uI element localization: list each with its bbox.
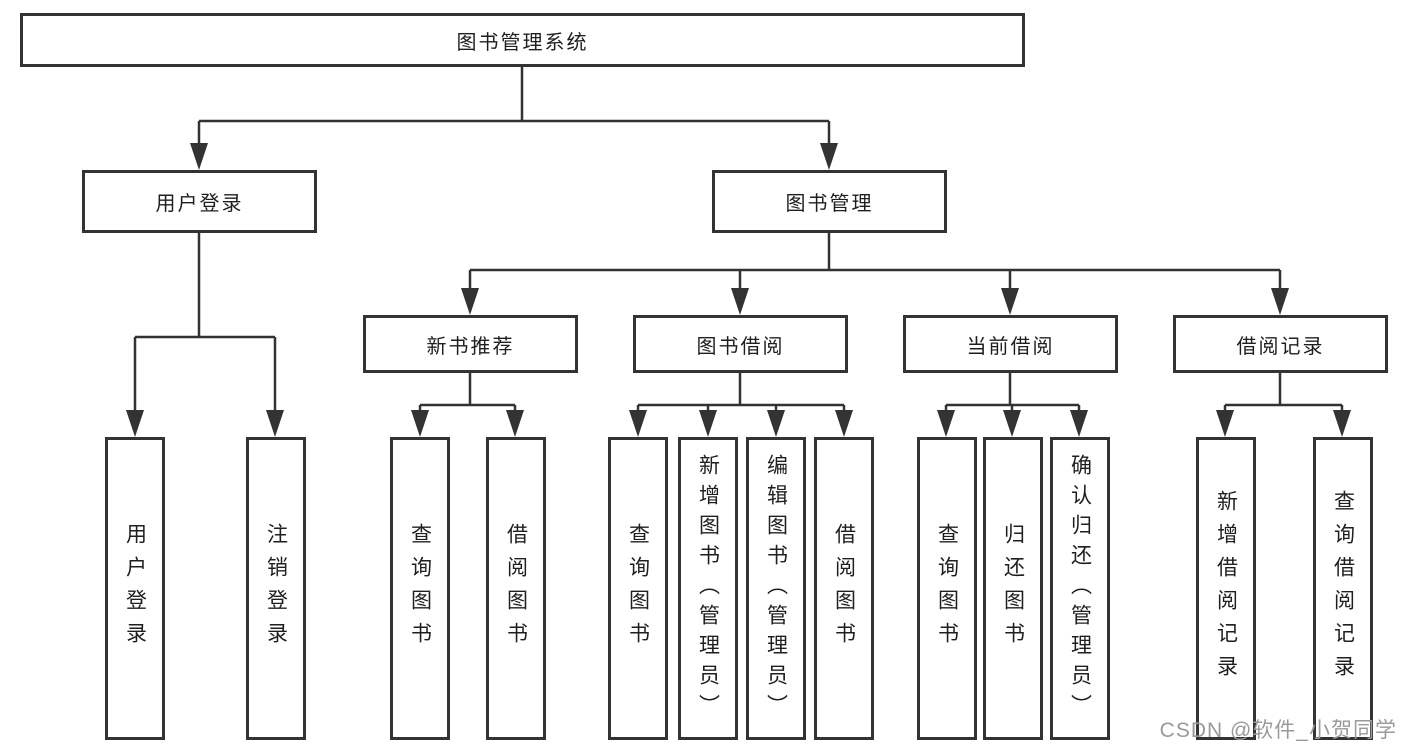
node-new-book-recommend: 新书推荐 xyxy=(363,315,578,373)
leaf-borrow-books-2: 借阅图书 xyxy=(814,437,874,740)
leaf-borrow-books-recommend-label: 借阅图书 xyxy=(504,522,528,655)
leaf-logout-label: 注销登录 xyxy=(264,522,288,655)
leaf-query-books-recommend: 查询图书 xyxy=(390,437,450,740)
leaf-add-borrow-record-label: 新增借阅记录 xyxy=(1214,489,1238,688)
leaf-confirm-return-admin: 确认归还（管理员） xyxy=(1050,437,1110,740)
node-book-borrow: 图书借阅 xyxy=(633,315,848,373)
leaf-edit-book-admin-label: 编辑图书（管理员） xyxy=(764,453,788,724)
leaf-user-login: 用户登录 xyxy=(105,437,165,740)
node-book-management-label: 图书管理 xyxy=(785,193,874,215)
leaf-query-borrow-record-label: 查询借阅记录 xyxy=(1331,489,1355,688)
leaf-user-login-label: 用户登录 xyxy=(123,522,147,655)
node-root-label: 图书管理系统 xyxy=(456,31,589,54)
node-user-login: 用户登录 xyxy=(82,170,317,233)
leaf-return-books: 归还图书 xyxy=(983,437,1043,740)
leaf-query-books-recommend-label: 查询图书 xyxy=(408,522,432,655)
leaf-query-books-current: 查询图书 xyxy=(917,437,977,740)
leaf-add-book-admin: 新增图书（管理员） xyxy=(678,437,738,740)
node-borrow-records: 借阅记录 xyxy=(1173,315,1388,373)
node-book-management: 图书管理 xyxy=(712,170,947,233)
leaf-edit-book-admin: 编辑图书（管理员） xyxy=(746,437,806,740)
leaf-borrow-books-2-label: 借阅图书 xyxy=(832,522,856,655)
leaf-add-borrow-record: 新增借阅记录 xyxy=(1196,437,1256,740)
csdn-watermark: CSDN @软件_小贺同学 xyxy=(1159,719,1397,742)
leaf-add-book-admin-label: 新增图书（管理员） xyxy=(696,453,720,724)
leaf-confirm-return-admin-label: 确认归还（管理员） xyxy=(1068,453,1092,724)
node-current-borrow: 当前借阅 xyxy=(903,315,1118,373)
leaf-query-books-borrow: 查询图书 xyxy=(608,437,668,740)
leaf-borrow-books-recommend: 借阅图书 xyxy=(486,437,546,740)
node-current-borrow-label: 当前借阅 xyxy=(966,335,1055,358)
node-user-login-label: 用户登录 xyxy=(155,193,244,215)
arrowheads xyxy=(126,143,1351,437)
leaf-query-books-current-label: 查询图书 xyxy=(935,522,959,655)
leaf-query-books-borrow-label: 查询图书 xyxy=(626,522,650,655)
leaf-return-books-label: 归还图书 xyxy=(1001,522,1025,655)
node-new-book-recommend-label: 新书推荐 xyxy=(426,335,515,358)
node-book-borrow-label: 图书借阅 xyxy=(696,335,785,358)
leaf-logout: 注销登录 xyxy=(246,437,306,740)
leaf-query-borrow-record: 查询借阅记录 xyxy=(1313,437,1373,740)
node-borrow-records-label: 借阅记录 xyxy=(1236,335,1325,358)
node-root: 图书管理系统 xyxy=(20,13,1025,67)
